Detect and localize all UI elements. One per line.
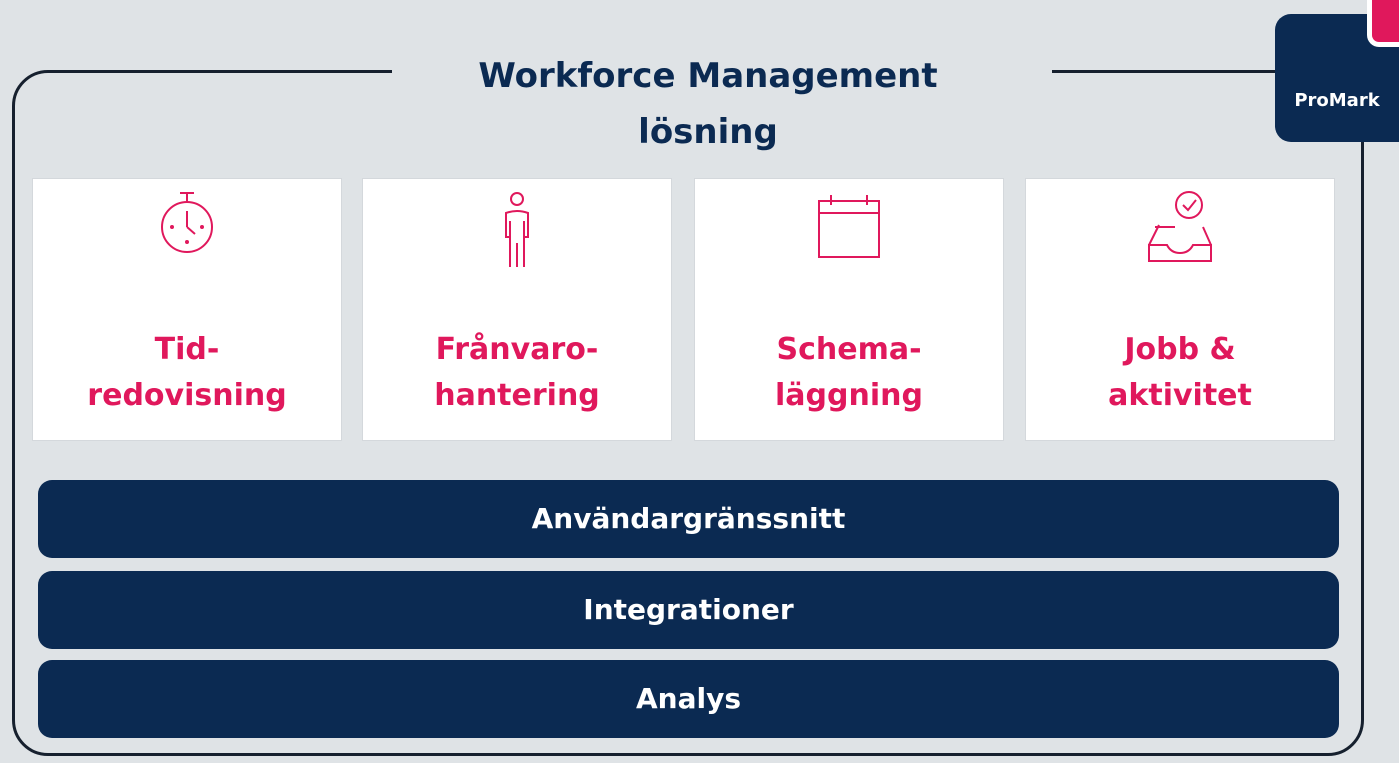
person-icon bbox=[505, 192, 529, 267]
card-label: Jobb & aktivitet bbox=[1026, 327, 1334, 419]
card-label-line-2: aktivitet bbox=[1108, 378, 1252, 413]
logo-text: ProMark bbox=[1294, 90, 1380, 111]
layer-integrations: Integrationer bbox=[38, 571, 1339, 649]
inbox-check-icon bbox=[1148, 191, 1212, 262]
layer-analytics: Analys bbox=[38, 660, 1339, 738]
calendar-icon bbox=[818, 195, 880, 258]
title-line-1: Workforce Management bbox=[478, 56, 938, 96]
card-label: Schema- läggning bbox=[695, 327, 1003, 419]
diagram-title: Workforce Management lösning bbox=[0, 48, 1399, 160]
title-line-2: lösning bbox=[638, 112, 778, 152]
logo-accent bbox=[1367, 0, 1399, 47]
card-absence-management: Frånvaro- hantering bbox=[362, 178, 672, 441]
card-jobs-activities: Jobb & aktivitet bbox=[1025, 178, 1335, 441]
card-label-line-2: hantering bbox=[434, 378, 600, 413]
stopwatch-icon bbox=[161, 192, 213, 253]
card-label-line-2: läggning bbox=[775, 378, 923, 413]
card-label-line-1: Jobb & bbox=[1124, 332, 1236, 367]
card-label-line-1: Schema- bbox=[776, 332, 922, 367]
card-label-line-1: Tid- bbox=[154, 332, 220, 367]
card-label: Frånvaro- hantering bbox=[363, 327, 671, 419]
frame-title-gap bbox=[392, 58, 1052, 86]
card-time-reporting: Tid- redovisning bbox=[32, 178, 342, 441]
layer-user-interface: Användargränssnitt bbox=[38, 480, 1339, 558]
card-label: Tid- redovisning bbox=[33, 327, 341, 419]
card-label-line-2: redovisning bbox=[87, 378, 287, 413]
card-scheduling: Schema- läggning bbox=[694, 178, 1004, 441]
card-label-line-1: Frånvaro- bbox=[435, 332, 599, 367]
